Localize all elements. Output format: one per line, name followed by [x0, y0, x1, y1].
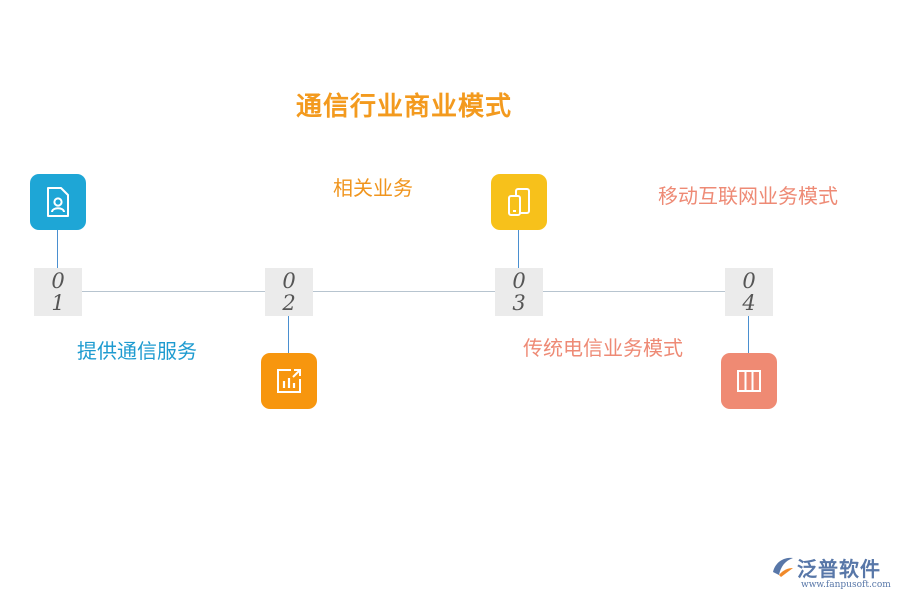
- step-4-number-second: 4: [742, 291, 756, 315]
- connector-1: [57, 229, 58, 269]
- step-2-label: 相关业务: [333, 176, 413, 200]
- columns-icon: [737, 370, 761, 392]
- diagram-title: 通信行业商业模式: [296, 92, 513, 122]
- step-3-number: 0 3: [495, 268, 543, 316]
- tablet-icon: [508, 188, 530, 216]
- step-1-number-second: 1: [51, 291, 65, 315]
- timeline-line: [60, 291, 750, 292]
- step-4-number: 0 4: [725, 268, 773, 316]
- step-1-icon-box: [30, 174, 86, 230]
- connector-3: [518, 229, 519, 269]
- user-document-icon: [47, 187, 69, 217]
- brand-watermark: 泛普软件 www.fanpusoft.com: [770, 553, 894, 593]
- step-2-number-second: 2: [282, 291, 296, 315]
- step-3-number-second: 3: [512, 291, 526, 315]
- brand-url: www.fanpusoft.com: [801, 580, 891, 590]
- step-3-number-first: 0: [512, 269, 526, 293]
- step-1-number-first: 0: [51, 269, 65, 293]
- connector-2: [288, 315, 289, 355]
- step-4-number-first: 0: [742, 269, 756, 293]
- step-2-icon-box: [261, 353, 317, 409]
- bar-chart-export-icon: [277, 369, 301, 393]
- step-3-icon-box: [491, 174, 547, 230]
- step-3-label: 传统电信业务模式: [523, 336, 683, 360]
- brand-name: 泛普软件: [797, 557, 881, 581]
- step-1-label: 提供通信服务: [77, 339, 197, 363]
- step-4-label: 移动互联网业务模式: [658, 184, 838, 208]
- step-2-number-first: 0: [282, 269, 296, 293]
- fanpu-logo-icon: [773, 557, 793, 577]
- step-4-icon-box: [721, 353, 777, 409]
- connector-4: [748, 315, 749, 355]
- step-1-number: 0 1: [34, 268, 82, 316]
- step-2-number: 0 2: [265, 268, 313, 316]
